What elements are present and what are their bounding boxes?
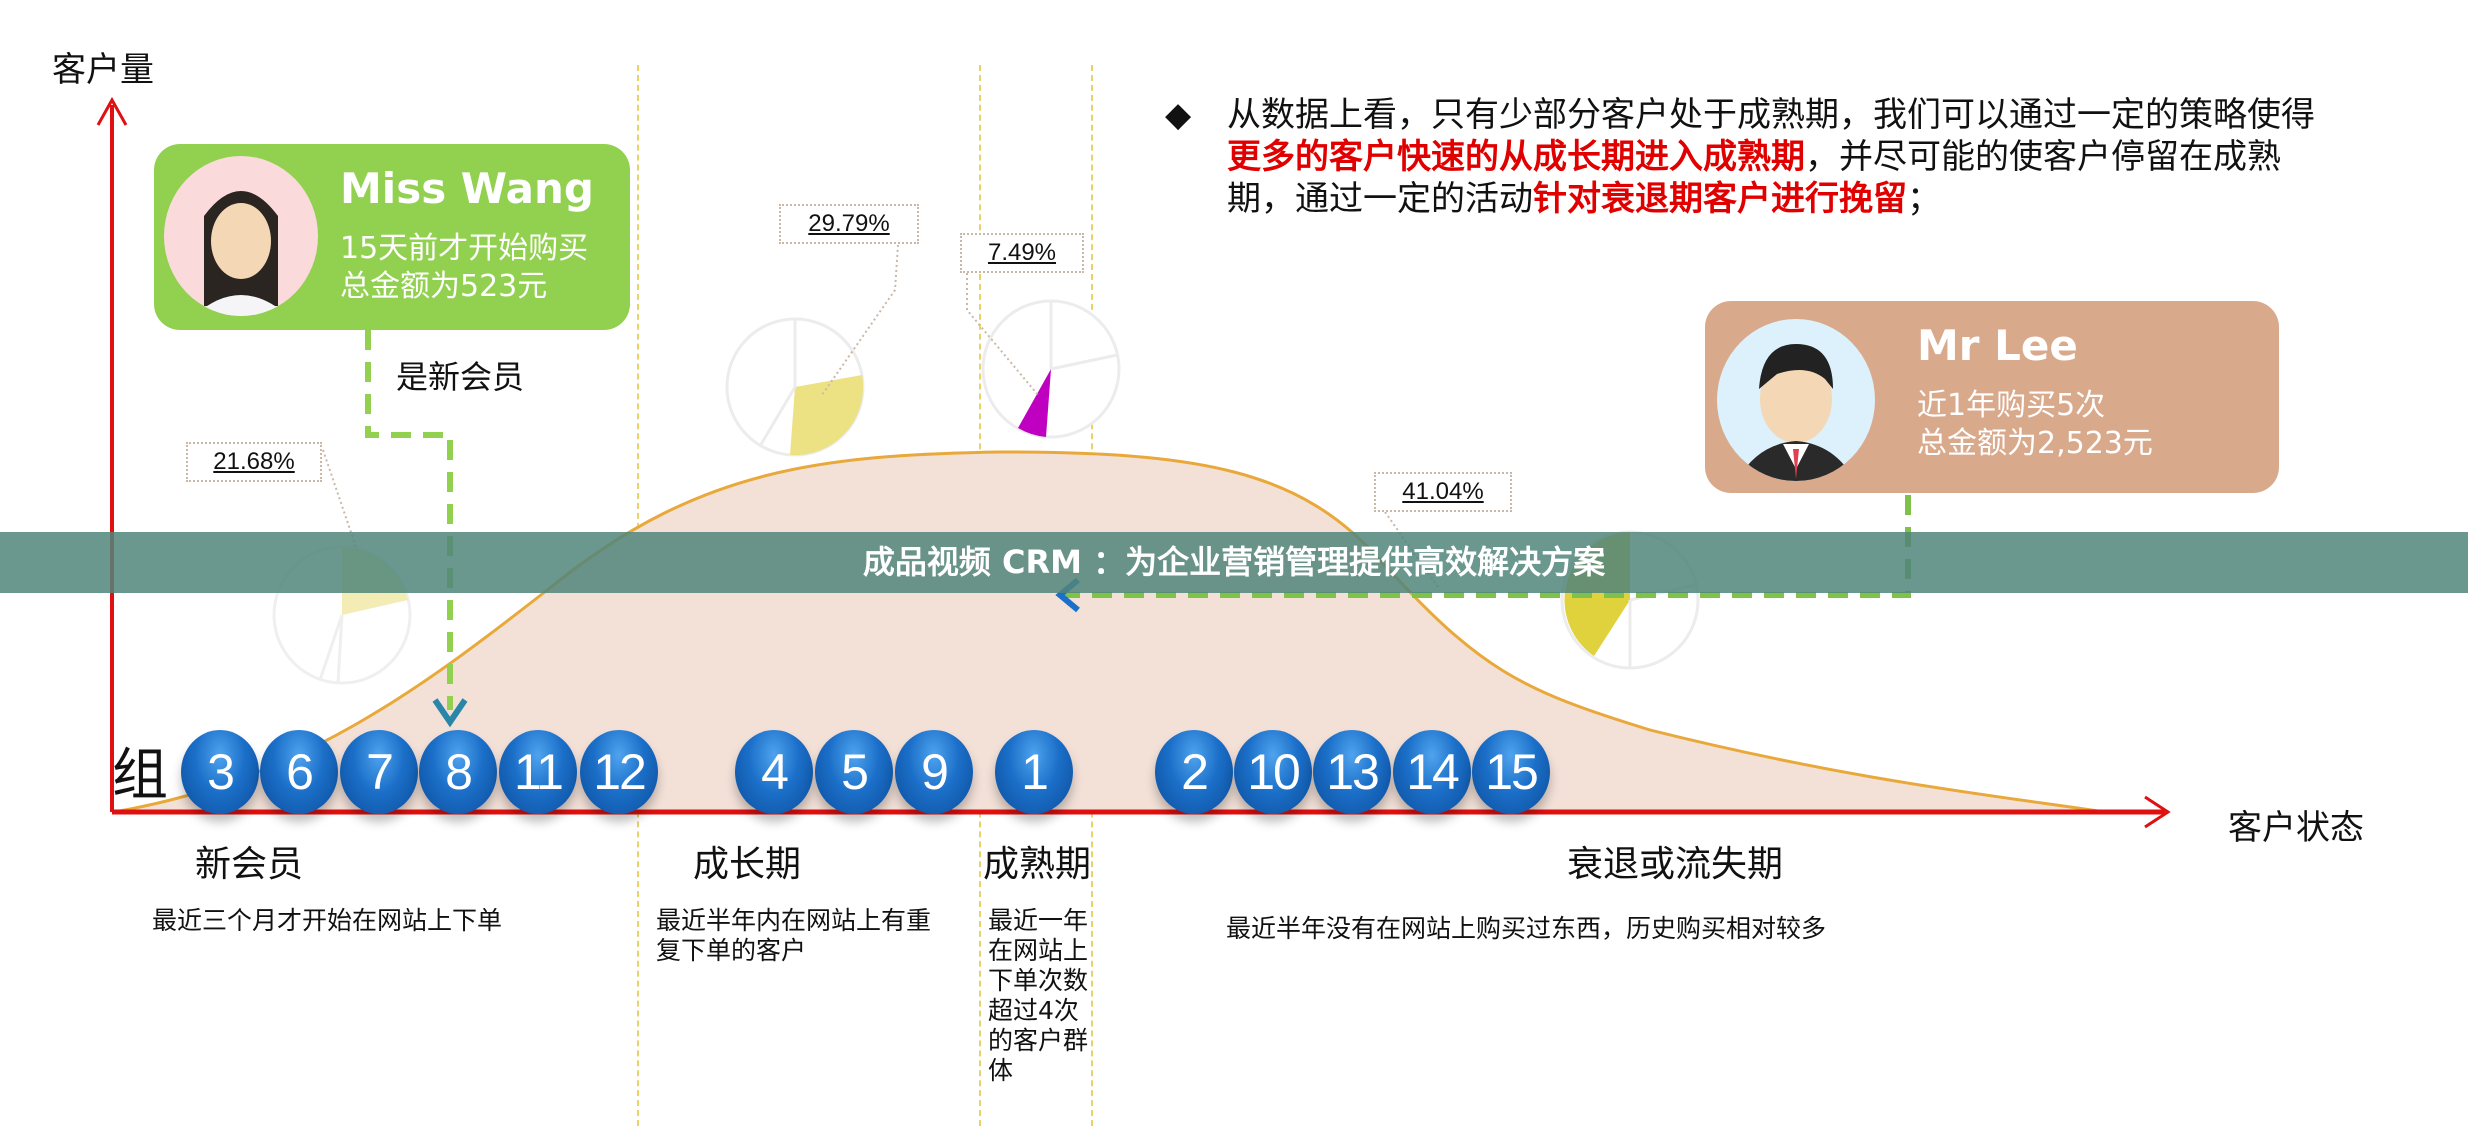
customer-card-miss-wang: Miss Wang 15天前才开始购买 总金额为523元 xyxy=(154,144,630,330)
customer-name: Mr Lee xyxy=(1917,321,2078,370)
male-avatar-icon xyxy=(1717,319,1875,481)
female-avatar-icon xyxy=(164,156,318,316)
customer-name: Miss Wang xyxy=(340,164,594,213)
stage-desc-growth: 最近半年内在网站上有重复下单的客户 xyxy=(656,906,932,965)
summary-highlight: 针对衰退期客户进行挽留 xyxy=(1533,179,1907,219)
group-ball: 14 xyxy=(1393,730,1471,814)
summary-part: ，并尽可能的使客户停留在成熟期，通过一定的活动 xyxy=(1227,137,2281,219)
group-ball: 1 xyxy=(995,730,1073,814)
group-ball: 7 xyxy=(340,730,418,814)
group-label: 组 xyxy=(112,743,168,808)
group-ball: 12 xyxy=(580,730,658,814)
group-ball: 6 xyxy=(260,730,338,814)
summary-text: ◆ 从数据上看，只有少部分客户处于成熟期，我们可以通过一定的策略使得更多的客户快… xyxy=(1165,94,2340,220)
stage-name-new-member: 新会员 xyxy=(195,844,304,885)
stage-desc-decline: 最近半年没有在网站上购买过东西，历史购买相对较多 xyxy=(1226,914,1827,943)
group-ball: 5 xyxy=(815,730,893,814)
summary-part: 从数据上看，只有少部分客户处于成熟期，我们可以通过一定的策略使得 xyxy=(1227,95,2315,135)
group-ball: 8 xyxy=(419,730,497,814)
stage-name-decline: 衰退或流失期 xyxy=(1567,844,1784,885)
pct-label-mature: 7.49% xyxy=(960,233,1084,273)
customer-detail: 总金额为523元 xyxy=(340,269,548,304)
customer-detail: 近1年购买5次 xyxy=(1917,388,2106,423)
lifecycle-curve xyxy=(113,450,2106,814)
y-axis-label: 客户量 xyxy=(52,50,154,90)
customer-detail: 15天前才开始购买 xyxy=(340,231,589,266)
pct-label-new-member: 21.68% xyxy=(186,442,322,482)
group-ball: 13 xyxy=(1313,730,1391,814)
stage-desc-new-member: 最近三个月才开始在网站上下单 xyxy=(152,906,503,935)
x-axis-label: 客户状态 xyxy=(2228,808,2364,848)
connector-label-new-member: 是新会员 xyxy=(396,358,525,396)
pie-chart-mature xyxy=(981,299,1121,439)
pct-label-decline: 41.04% xyxy=(1374,472,1512,512)
group-ball: 10 xyxy=(1234,730,1312,814)
group-ball: 9 xyxy=(895,730,973,814)
group-ball: 4 xyxy=(735,730,813,814)
customer-card-mr-lee: Mr Lee 近1年购买5次 总金额为2,523元 xyxy=(1705,301,2279,493)
customer-detail: 总金额为2,523元 xyxy=(1917,426,2153,461)
diamond-bullet-icon: ◆ xyxy=(1165,95,1192,135)
stage-desc-mature: 最近一年在网站上下单次数超过4次的客户群体 xyxy=(988,906,1089,1085)
stage-name-mature: 成熟期 xyxy=(983,844,1092,885)
group-ball: 11 xyxy=(499,730,577,814)
stage-name-growth: 成长期 xyxy=(693,844,802,885)
group-ball: 15 xyxy=(1472,730,1550,814)
summary-highlight: 更多的客户快速的从成长期进入成熟期 xyxy=(1227,137,1805,177)
pct-label-growth: 29.79% xyxy=(779,204,919,244)
group-ball: 3 xyxy=(181,730,259,814)
title-banner: 成品视频 CRM ：为企业营销管理提供高效解决方案 xyxy=(0,532,2468,593)
pie-chart-growth xyxy=(725,317,865,457)
group-ball: 2 xyxy=(1155,730,1233,814)
summary-part: ； xyxy=(1907,179,1941,219)
